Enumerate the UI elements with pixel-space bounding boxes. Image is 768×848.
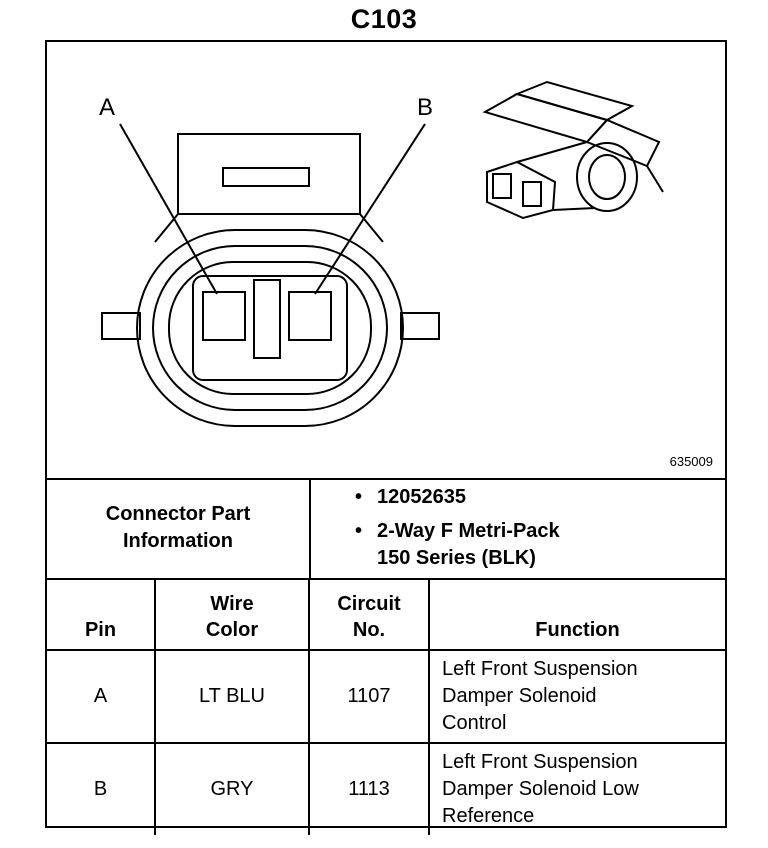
connector-title: C103 — [350, 4, 418, 34]
pin-b-callout: B — [417, 94, 434, 121]
function-line: Damper Solenoid — [442, 685, 597, 707]
function-line: Control — [442, 712, 507, 734]
connector-face-drawing — [101, 80, 664, 427]
connector-type-line2: 150 Series (BLK) — [377, 547, 536, 569]
figure-number: 635009 — [669, 454, 713, 469]
header-circuit-line2: No. — [352, 619, 386, 641]
circuit-cell: 1113 — [308, 742, 430, 835]
connector-card: A B 635009 Connector Part Information • … — [45, 40, 727, 835]
leader-line-b — [314, 123, 426, 295]
right-tab — [400, 312, 440, 340]
pinout-table: Pin Wire Color Circuit No. Function A LT… — [47, 580, 725, 835]
connector-part-info-row: Connector Part Information • 12052635 • … — [47, 478, 725, 580]
connector-iso-sketch — [482, 80, 664, 220]
wire-color-cell: GRY — [154, 742, 310, 835]
connector-inner-oval — [168, 261, 372, 395]
table-row: A LT BLU 1107 Left Front Suspension Damp… — [47, 649, 725, 744]
function-line: Damper Solenoid Low — [442, 778, 639, 800]
function-line: Left Front Suspension — [442, 658, 638, 680]
header-wire-line1: Wire — [210, 593, 254, 615]
function-line: Left Front Suspension — [442, 751, 638, 773]
circuit-cell: 1107 — [308, 649, 430, 744]
header-wire-color: Wire Color — [154, 580, 310, 651]
connector-mid-oval — [152, 245, 388, 411]
bullet-icon: • — [355, 520, 363, 542]
housing-shoulder — [154, 213, 384, 243]
header-function: Function — [428, 580, 725, 651]
info-label-line1: Connector Part — [105, 503, 251, 525]
connector-diagram: A B 635009 — [47, 42, 725, 480]
pin-b-cavity — [288, 291, 332, 341]
part-number: 12052635 — [377, 486, 466, 508]
left-tab — [101, 312, 141, 340]
function-line: Reference — [442, 805, 535, 827]
connector-outer-oval — [136, 229, 404, 427]
bullet-icon: • — [355, 486, 363, 508]
header-circuit-line1: Circuit — [337, 593, 401, 615]
cavity-frame — [192, 275, 348, 381]
table-row: B GRY 1113 Left Front Suspension Damper … — [47, 742, 725, 835]
leader-line-a — [119, 123, 218, 295]
header-wire-line2: Color — [205, 619, 259, 641]
header-pin: Pin — [47, 580, 156, 651]
latch-slot — [222, 167, 310, 187]
pin-cell: A — [47, 649, 156, 744]
connector-part-info-values: • 12052635 • 2-Way F Metri-Pack 150 Seri… — [311, 478, 725, 578]
pin-a-cavity — [202, 291, 246, 341]
info-label-line2: Information — [123, 530, 233, 552]
center-key — [253, 279, 281, 359]
table-header-row: Pin Wire Color Circuit No. Function — [47, 580, 725, 651]
connector-part-info-label: Connector Part Information — [47, 478, 311, 578]
wire-color-cell: LT BLU — [154, 649, 310, 744]
pin-cell: B — [47, 742, 156, 835]
header-circuit: Circuit No. — [308, 580, 430, 651]
pin-a-callout: A — [99, 94, 116, 121]
function-cell: Left Front Suspension Damper Solenoid Lo… — [428, 742, 725, 835]
connector-type-line1: 2-Way F Metri-Pack — [377, 520, 560, 542]
latch-housing — [177, 133, 361, 215]
function-cell: Left Front Suspension Damper Solenoid Co… — [428, 649, 725, 744]
